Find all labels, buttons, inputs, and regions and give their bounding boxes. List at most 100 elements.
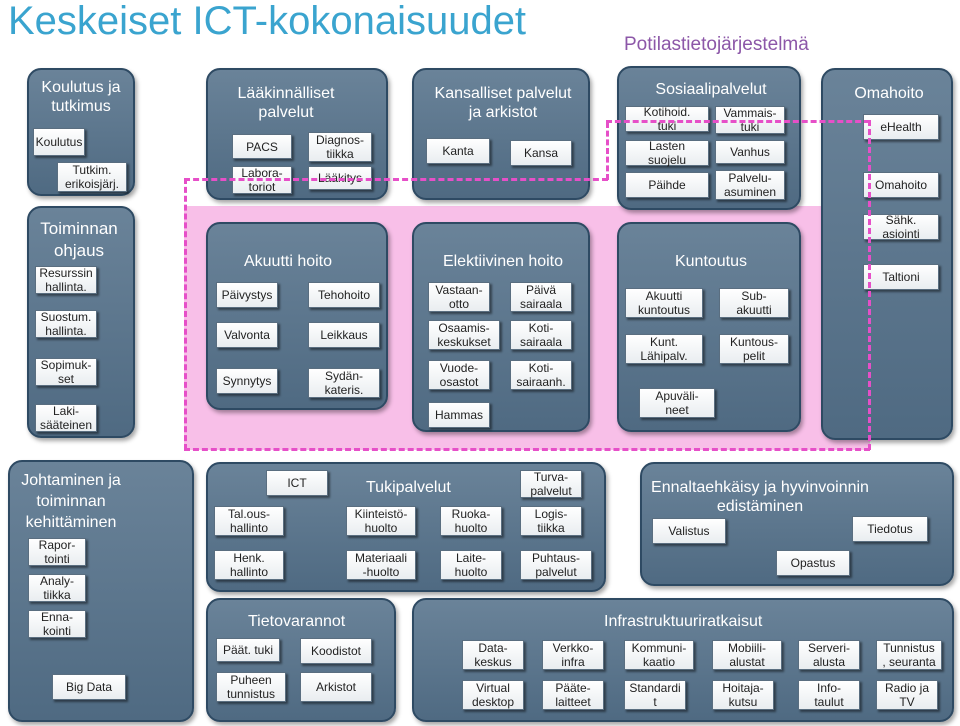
group-sosiaali: Sosiaalipalvelut Kotihoid. tuki Vammais-… — [617, 66, 801, 210]
box-kunt-lahipalv[interactable]: Kunt. Lähipalv. — [625, 334, 703, 364]
group-title: Ennaltaehkäisy ja hyvinvoinnin edistämin… — [651, 479, 869, 515]
box-paihde[interactable]: Päihde — [625, 172, 709, 198]
box-serverialusta[interactable]: Serveri- alusta — [798, 640, 860, 670]
group-laakinnalliset: Lääkinnälliset palvelut PACS Diagnos- ti… — [206, 68, 388, 200]
dashed-outline-bottom — [184, 448, 870, 451]
box-tutkim-erikoisjarj[interactable]: Tutkim. erikoisjärj. — [57, 162, 127, 192]
box-tehohoito[interactable]: Tehohoito — [308, 282, 380, 308]
group-title: Elektiivinen hoito — [442, 253, 564, 270]
box-tunnistus-seuranta[interactable]: Tunnistus , seuranta — [876, 640, 942, 670]
group-title: Toiminnan ohjaus — [40, 219, 118, 260]
group-title: Omahoito — [854, 85, 924, 102]
dashed-outline-top-right — [606, 120, 870, 123]
box-arkistot[interactable]: Arkistot — [300, 672, 372, 702]
box-paiva-sairaala[interactable]: Päivä sairaala — [510, 282, 572, 312]
box-kotihoid-tuki[interactable]: Kotihoid. tuki — [625, 105, 709, 133]
box-paivystys[interactable]: Päivystys — [216, 282, 278, 308]
box-turvapalvelut[interactable]: Turva- palvelut — [520, 470, 582, 498]
box-sopimukset[interactable]: Sopimuk- set — [35, 358, 97, 386]
box-lakisaateinen[interactable]: Laki- sääteinen — [35, 404, 97, 432]
box-ennakointi[interactable]: Enna- kointi — [28, 610, 86, 638]
box-synnytys[interactable]: Synnytys — [216, 368, 278, 394]
box-paatelaitteet[interactable]: Pääte- laitteet — [542, 680, 604, 710]
dashed-outline-left — [184, 178, 187, 450]
box-puheen-tunnistus[interactable]: Puheen tunnistus — [216, 672, 286, 702]
box-kommunikaatio[interactable]: Kommuni- kaatio — [624, 640, 694, 670]
box-valistus[interactable]: Valistus — [652, 518, 726, 544]
box-kanta[interactable]: Kanta — [426, 138, 490, 164]
box-apuvalineet[interactable]: Apuväli- neet — [639, 388, 715, 418]
box-datakeskus[interactable]: Data- keskus — [462, 640, 524, 670]
group-koulutus: Koulutus ja tutkimus Koulutus Tutkim. er… — [27, 68, 135, 196]
box-ehealth[interactable]: eHealth — [863, 114, 939, 140]
box-taloushallinto[interactable]: Tal.ous- hallinto — [214, 506, 284, 536]
box-vanhus[interactable]: Vanhus — [715, 140, 785, 164]
box-osaamiskeskukset[interactable]: Osaamis- keskukset — [428, 320, 500, 350]
dashed-outline-connector-up — [606, 122, 609, 180]
box-omahoito[interactable]: Omahoito — [863, 172, 939, 198]
group-akuutti-hoito: Akuutti hoito Päivystys Tehohoito Valvon… — [206, 222, 388, 410]
box-akuutti-kuntoutus[interactable]: Akuutti kuntoutus — [625, 288, 703, 318]
box-standardit[interactable]: Standardi t — [624, 680, 686, 710]
group-infrastruktuuri: Infrastruktuuriratkaisut Data- keskus Ve… — [412, 598, 954, 722]
group-title: Tietovarannot — [248, 613, 346, 630]
box-big-data[interactable]: Big Data — [52, 674, 126, 700]
box-leikkaus[interactable]: Leikkaus — [308, 322, 380, 348]
box-tiedotus[interactable]: Tiedotus — [852, 516, 928, 542]
box-vammaistuki[interactable]: Vammais- tuki — [715, 106, 785, 134]
box-sydankateris[interactable]: Sydän- kateris. — [308, 368, 380, 398]
box-puhtauspalvelut[interactable]: Puhtaus- palvelut — [520, 550, 592, 580]
box-suostum-hallinta[interactable]: Suostum. hallinta. — [35, 310, 97, 338]
box-ruokahuolto[interactable]: Ruoka- huolto — [440, 506, 502, 536]
group-ennaltaehkaisy: Ennaltaehkäisy ja hyvinvoinnin edistämin… — [640, 462, 954, 586]
group-omahoito: Omahoito eHealth Omahoito Sähk. asiointi… — [821, 68, 953, 440]
group-title: Kansalliset palvelut ja arkistot — [434, 85, 572, 121]
box-diagnostiikka[interactable]: Diagnos- tiikka — [308, 132, 372, 162]
box-virtual-desktop[interactable]: Virtual desktop — [462, 680, 524, 710]
box-materiaalihuolto[interactable]: Materiaali -huolto — [346, 550, 416, 580]
box-hoitajakutsu[interactable]: Hoitaja- kutsu — [712, 680, 774, 710]
box-sahk-asiointi[interactable]: Sähk. asiointi — [863, 213, 939, 241]
box-opastus[interactable]: Opastus — [776, 550, 850, 576]
group-tietovarannot: Tietovarannot Päät. tuki Koodistot Puhee… — [206, 598, 396, 722]
group-title: Kuntoutus — [674, 253, 748, 270]
box-kuntouspelit[interactable]: Kuntous- pelit — [719, 334, 789, 364]
box-koulutus[interactable]: Koulutus — [33, 128, 85, 156]
box-kiinteistohuolto[interactable]: Kiinteistö- huolto — [346, 506, 416, 536]
group-elektiivinen-hoito: Elektiivinen hoito Vastaan- otto Päivä s… — [412, 222, 590, 432]
box-koodistot[interactable]: Koodistot — [300, 638, 372, 664]
box-ict[interactable]: ICT — [266, 470, 328, 496]
box-verkkoinfra[interactable]: Verkko- infra — [542, 640, 604, 670]
box-hammas[interactable]: Hammas — [428, 402, 490, 428]
box-resurssin-hallinta[interactable]: Resurssin hallinta. — [35, 266, 97, 294]
box-valvonta[interactable]: Valvonta — [216, 322, 278, 348]
box-kotisairaala[interactable]: Koti- sairaala — [510, 320, 572, 350]
box-subakuutti[interactable]: Sub- akuutti — [719, 288, 789, 318]
box-laitehuolto[interactable]: Laite- huolto — [440, 550, 502, 580]
box-raportointi[interactable]: Rapor- tointi — [28, 538, 86, 566]
box-radio-ja-tv[interactable]: Radio ja TV — [876, 680, 938, 710]
box-lasten-suojelu[interactable]: Lasten suojelu — [625, 139, 709, 167]
group-title: Lääkinnälliset palvelut — [237, 85, 335, 121]
box-taltioni[interactable]: Taltioni — [863, 264, 939, 290]
box-kansa[interactable]: Kansa — [510, 140, 572, 166]
box-palveluasuminen[interactable]: Palvelu- asuminen — [715, 170, 785, 200]
group-title: Akuutti hoito — [243, 253, 333, 270]
box-paat-tuki[interactable]: Päät. tuki — [216, 638, 280, 662]
box-analytiikka[interactable]: Analy- tiikka — [28, 574, 86, 602]
box-mobiilialustat[interactable]: Mobiili- alustat — [712, 640, 782, 670]
group-title: Johtaminen ja toiminnan kehittäminen — [21, 472, 121, 531]
box-pacs[interactable]: PACS — [232, 134, 292, 159]
box-logistiikka[interactable]: Logis- tiikka — [520, 506, 582, 536]
box-vuodeosastot[interactable]: Vuode- osastot — [428, 360, 490, 390]
dashed-outline-right — [868, 120, 871, 450]
box-infotaulut[interactable]: Info- taulut — [798, 680, 860, 710]
page-title: Keskeiset ICT-kokonaisuudet — [8, 0, 527, 43]
box-henk-hallinto[interactable]: Henk. hallinto — [214, 550, 284, 580]
group-title: Tukipalvelut — [366, 479, 451, 496]
box-kotisairaanh[interactable]: Koti- sairaanh. — [510, 360, 572, 390]
group-toiminnan-ohjaus: Toiminnan ohjaus Resurssin hallinta. Suo… — [27, 206, 135, 438]
group-johtaminen: Johtaminen ja toiminnan kehittäminen Rap… — [8, 460, 194, 722]
subtitle: Potilastietojärjestelmä — [624, 34, 809, 55]
box-vastaanotto[interactable]: Vastaan- otto — [428, 282, 490, 312]
